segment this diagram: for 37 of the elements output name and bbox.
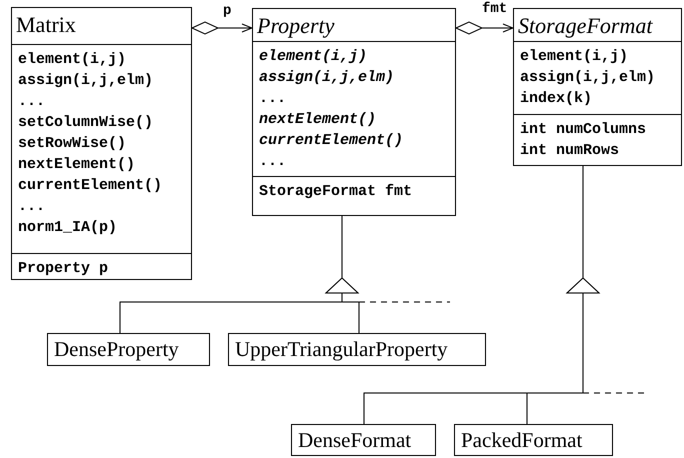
- class-name: Matrix: [16, 11, 76, 39]
- method-signature: ...: [18, 197, 46, 217]
- method-signature: index(k): [520, 89, 592, 109]
- method-signature: setColumnWise(): [18, 113, 154, 133]
- subclass-box: DenseFormat: [291, 424, 436, 456]
- method-signature: currentElement(): [259, 131, 404, 151]
- method-signature: element(i,j): [520, 47, 628, 67]
- aggregation-arrow: [456, 22, 514, 34]
- subclass-box: UpperTriangularProperty: [228, 333, 486, 366]
- class-name: Property: [257, 12, 334, 40]
- attribute-declaration: int numColumns: [520, 120, 646, 140]
- subclass-box: DenseProperty: [47, 333, 210, 366]
- method-signature: norm1_IA(p): [18, 218, 118, 238]
- class-box: [252, 8, 456, 216]
- method-signature: element(i,j): [259, 47, 368, 67]
- attribute-declaration: StorageFormat fmt: [259, 182, 412, 202]
- method-signature: currentElement(): [18, 176, 162, 196]
- edge-label: p: [222, 4, 232, 19]
- method-signature: nextElement(): [259, 110, 376, 130]
- aggregation-arrow: [192, 22, 252, 34]
- method-signature: ...: [259, 89, 286, 109]
- method-signature: element(i,j): [18, 50, 126, 70]
- class-name: StorageFormat: [518, 12, 652, 40]
- method-signature: nextElement(): [18, 155, 136, 175]
- method-signature: assign(i,j,elm): [259, 68, 394, 88]
- class-box: [513, 8, 682, 166]
- attribute-declaration: int numRows: [520, 141, 620, 161]
- attribute-declaration: Property p: [18, 259, 108, 279]
- inheritance-connector: [526, 166, 600, 424]
- method-signature: ...: [259, 152, 286, 172]
- method-signature: assign(i,j,elm): [18, 71, 154, 91]
- method-signature: ...: [18, 92, 46, 112]
- method-signature: assign(i,j,elm): [520, 68, 656, 88]
- class-box: [11, 7, 192, 280]
- inheritance-connector: [326, 216, 360, 334]
- subclass-box: PackedFormat: [454, 424, 613, 456]
- method-signature: setRowWise(): [18, 134, 126, 154]
